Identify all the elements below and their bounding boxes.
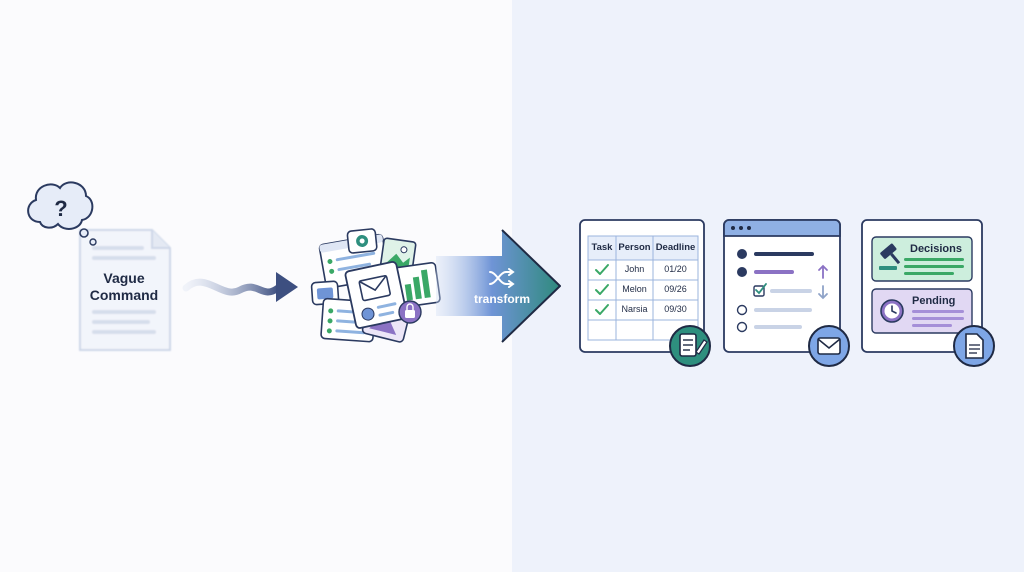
table-cell-deadline: 09/26 — [664, 284, 687, 294]
checklist-window — [723, 219, 841, 353]
vague-document — [79, 229, 171, 351]
table-cell-deadline: 09/30 — [664, 304, 687, 314]
task-table-card — [579, 219, 705, 353]
chaotic-inputs-cluster — [310, 228, 441, 343]
table-cell-person: John — [624, 264, 645, 274]
table-header-deadline: Deadline — [655, 242, 696, 253]
shuffle-icon — [489, 268, 515, 288]
decisions-label: Decisions — [910, 243, 962, 255]
document-icon — [953, 325, 995, 367]
table-header-person: Person — [618, 242, 651, 253]
table-cell-person: Narsia — [621, 304, 648, 314]
vague-command-line1: Vague — [103, 270, 145, 286]
transform-label: transform — [473, 292, 530, 306]
notepad-pen-icon — [669, 325, 711, 367]
table-header-task: Task — [591, 242, 613, 253]
svg-text:?: ? — [54, 196, 67, 221]
table-cell-person: Melon — [622, 284, 647, 294]
envelope-icon — [808, 325, 850, 367]
question-mark-thought-bubble-icon: ? — [27, 181, 97, 246]
pending-label: Pending — [912, 295, 956, 307]
transform-arrow — [436, 229, 561, 343]
vague-command-line2: Command — [89, 287, 159, 303]
wavy-arrow — [182, 272, 298, 302]
check-icon — [595, 264, 609, 315]
clock-icon — [880, 299, 904, 323]
table-cell-deadline: 01/20 — [664, 264, 687, 274]
gavel-icon — [879, 243, 901, 270]
vague-command-label: Vague Command — [78, 270, 170, 304]
